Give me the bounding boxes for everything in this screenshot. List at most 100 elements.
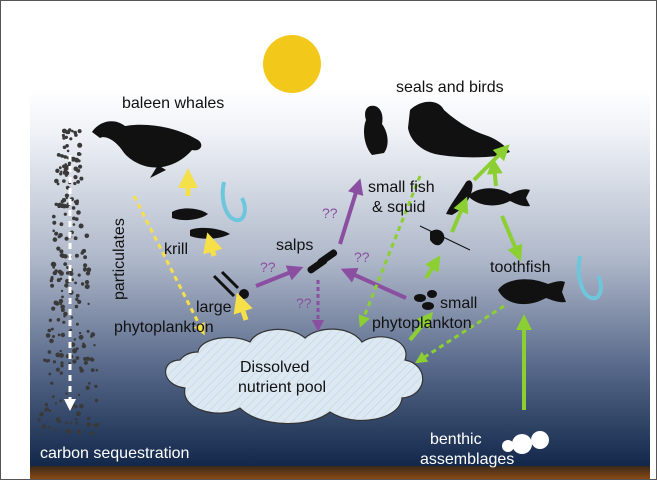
particulate-dot — [86, 357, 90, 361]
particulate-dot — [59, 353, 64, 358]
particulate-dot — [91, 368, 95, 372]
particulate-dot — [79, 335, 84, 340]
particulate-dot — [59, 399, 62, 402]
particulates-label: particulates — [111, 218, 128, 300]
particulate-dot — [69, 272, 73, 276]
particulate-dot — [63, 262, 67, 266]
particulate-dot — [53, 360, 56, 363]
particulate-dot — [73, 223, 76, 226]
particulate-dot — [72, 359, 76, 363]
particulate-dot — [51, 262, 56, 267]
particulate-dot — [56, 417, 61, 422]
particulate-dot — [59, 172, 62, 175]
unknown-flux-label: ?? — [260, 259, 276, 275]
particulate-dot — [75, 418, 78, 421]
particulate-dot — [42, 424, 47, 429]
particulate-dot — [76, 169, 80, 173]
particulate-dot — [85, 234, 90, 239]
particulate-dot — [59, 166, 62, 169]
particulate-dot — [52, 230, 55, 233]
particulate-dot — [78, 394, 80, 396]
particulate-dot — [60, 350, 62, 352]
particulate-dot — [62, 137, 65, 140]
unknown-flux-label-3: ?? — [354, 249, 370, 265]
particulate-dot — [90, 357, 94, 361]
particulate-dot — [72, 348, 77, 353]
particulate-dot — [63, 146, 67, 150]
particulate-dot — [57, 318, 61, 322]
particulate-dot — [48, 373, 51, 376]
particulate-dot — [53, 237, 58, 242]
particulate-dot — [61, 296, 64, 299]
particulate-dot — [38, 433, 40, 435]
particulate-dot — [48, 329, 52, 333]
particulate-dot — [54, 269, 58, 273]
baleen-whales-label: baleen whales — [122, 95, 224, 112]
particulate-dot — [51, 307, 55, 311]
particulate-dot — [50, 382, 53, 385]
particulate-dot — [38, 418, 41, 421]
particulate-dot — [45, 407, 49, 411]
particulate-dot — [83, 263, 87, 267]
particulate-dot — [68, 162, 71, 165]
particulate-dot — [94, 385, 97, 388]
particulate-dot — [84, 361, 88, 365]
particulate-dot — [60, 305, 65, 310]
particulate-dot — [55, 402, 57, 404]
particulate-dot — [63, 165, 67, 169]
particulate-dot — [62, 179, 66, 183]
small-phyto-label-line1: small — [440, 295, 477, 312]
particulate-dot — [62, 204, 67, 209]
particulate-dot — [95, 399, 98, 402]
particulate-dot — [69, 137, 72, 140]
unknown-flux-label-2: ?? — [322, 205, 338, 221]
particulate-dot — [76, 210, 81, 215]
particulate-dot — [64, 213, 67, 216]
particulate-dot — [75, 305, 79, 309]
dissolved-nutrient-pool-cloud — [166, 329, 423, 423]
benthic-label-line1: benthic — [430, 431, 482, 448]
particulate-dot — [66, 271, 69, 274]
particulate-dot — [93, 424, 96, 427]
benthic-label-line2: assemblages — [420, 451, 514, 468]
toothfish-label: toothfish — [490, 259, 550, 276]
krill-label: krill — [164, 241, 188, 258]
particulate-dot — [54, 301, 59, 306]
carbon-sequestration-label: carbon sequestration — [40, 445, 189, 462]
particulate-dot — [78, 165, 82, 169]
particulate-dot — [77, 143, 82, 148]
particulate-dot — [54, 429, 57, 432]
particulate-dot — [67, 150, 70, 153]
particulate-dot — [72, 207, 75, 210]
large-phyto-label-line2: phytoplankton — [114, 319, 214, 336]
particulate-dot — [47, 359, 50, 362]
particulate-dot — [51, 276, 54, 279]
particulate-dot — [74, 338, 77, 341]
particulate-dot — [78, 159, 81, 162]
particulate-dot — [75, 422, 78, 425]
particulate-dot — [52, 221, 56, 225]
particulate-dot — [90, 431, 94, 435]
particulate-dot — [58, 235, 61, 238]
dissolved-pool-label-line2: nutrient pool — [238, 379, 326, 396]
particulate-dot — [65, 422, 68, 425]
salps-label: salps — [276, 237, 313, 254]
particulate-dot — [56, 247, 60, 251]
small-fish-label-line1: small fish — [368, 179, 435, 196]
particulate-dot — [54, 232, 58, 236]
particulate-dot — [50, 284, 54, 288]
particulate-dot — [52, 395, 55, 398]
particulate-dot — [85, 386, 89, 390]
particulate-dot — [63, 254, 67, 258]
particulate-dot — [76, 180, 80, 184]
particulate-dot — [60, 364, 63, 367]
toothfish-icon — [498, 279, 566, 304]
particulate-dot — [71, 403, 75, 407]
particulate-dot — [45, 403, 48, 406]
small-phyto-label-line2: phytoplankton — [372, 315, 472, 332]
particulate-dot — [73, 175, 77, 179]
particulate-dot — [66, 429, 71, 434]
large-phyto-label-line1: large — [196, 299, 232, 316]
particulate-dot — [70, 421, 72, 423]
